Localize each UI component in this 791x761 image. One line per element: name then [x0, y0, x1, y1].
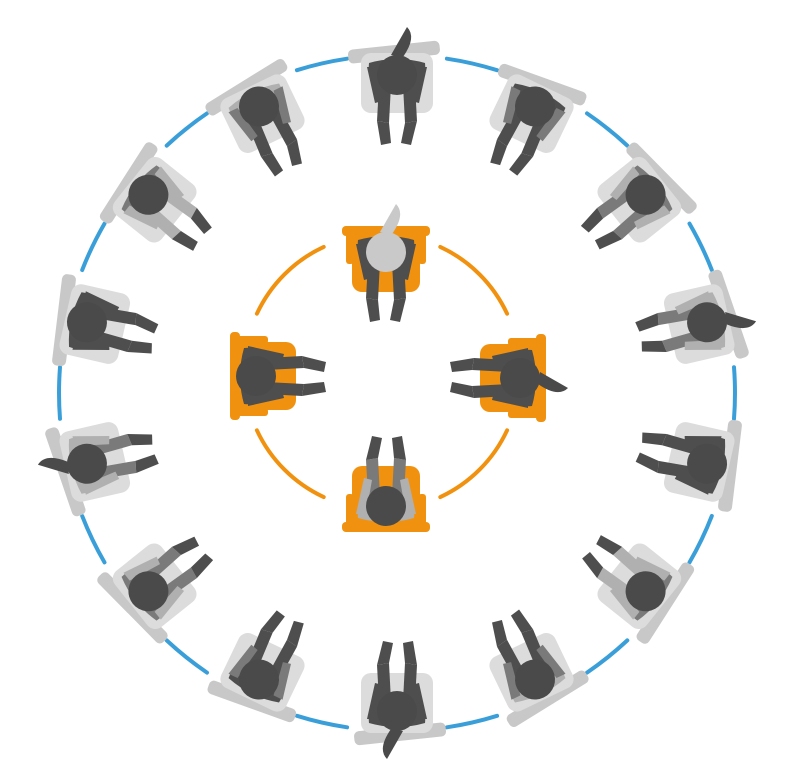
- outer-connector-arc: [167, 640, 207, 672]
- outer-connector-arc: [82, 224, 104, 270]
- person-figure: [356, 204, 416, 322]
- inner-connector-arc: [257, 430, 324, 497]
- person-figure: [450, 348, 568, 408]
- head-icon: [236, 356, 276, 396]
- outer-seated-person: [199, 56, 328, 191]
- head-icon: [377, 55, 417, 95]
- inner-seated-person: [230, 332, 326, 420]
- outer-seated-person: [564, 509, 704, 647]
- head-icon: [500, 358, 540, 398]
- outer-connector-arc: [447, 716, 497, 728]
- inner-circle-seats: [230, 204, 568, 532]
- outer-seated-person: [460, 54, 589, 189]
- outer-connector-arc: [59, 367, 60, 419]
- outer-seated-person: [94, 514, 234, 652]
- inner-connector-arc: [440, 247, 507, 314]
- outer-seated-person: [347, 27, 440, 145]
- outer-connector-arc: [297, 716, 347, 728]
- head-icon: [366, 232, 406, 272]
- outer-circle-seats: [30, 27, 763, 759]
- head-icon: [366, 486, 406, 526]
- outer-seated-person: [560, 134, 700, 272]
- inner-seated-person: [342, 436, 430, 532]
- head-icon: [377, 691, 417, 731]
- outer-seated-person: [205, 598, 334, 733]
- outer-connector-arc: [167, 113, 207, 145]
- outer-connector-arc: [447, 59, 497, 70]
- outer-seated-person: [30, 406, 166, 523]
- inner-connector-arc: [440, 430, 507, 497]
- inner-seated-person: [342, 204, 430, 322]
- outer-connector-arc: [297, 59, 347, 70]
- outer-connector-arc: [690, 516, 712, 562]
- inner-connector-arc: [257, 247, 324, 314]
- outer-connector-arc: [82, 516, 104, 562]
- outer-connector-arc: [690, 224, 712, 270]
- outer-connector-arc: [587, 640, 627, 672]
- outer-seated-person: [628, 263, 764, 380]
- outer-connector-arc: [587, 113, 627, 145]
- inner-seated-person: [450, 334, 568, 422]
- outer-connector-arc: [734, 367, 735, 419]
- outer-seated-person: [465, 595, 594, 730]
- outer-seated-person: [354, 641, 447, 759]
- outer-seated-person: [90, 139, 230, 277]
